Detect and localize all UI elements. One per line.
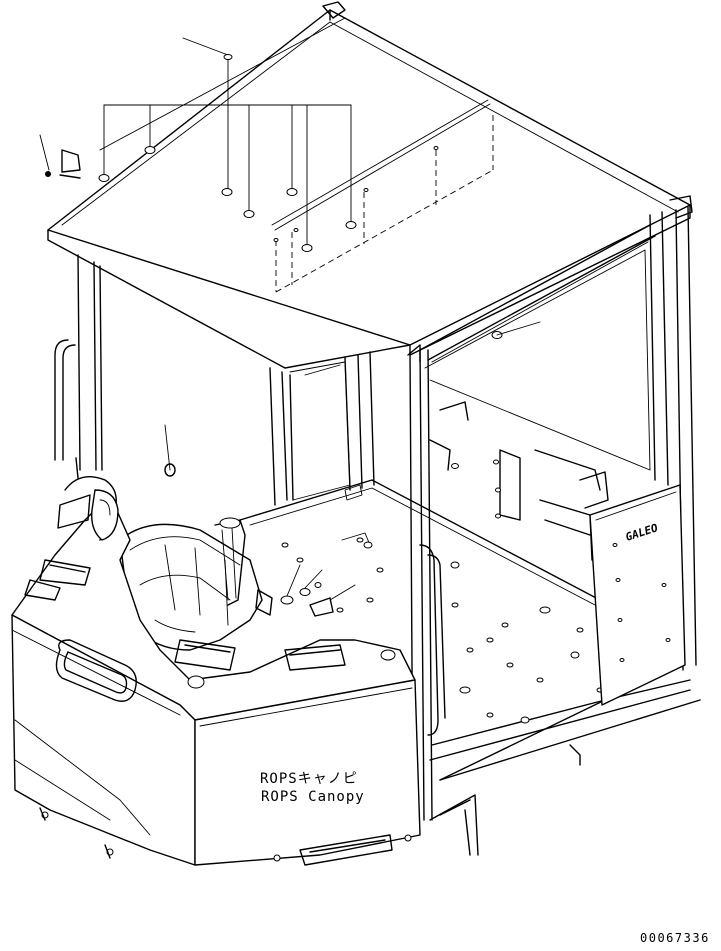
roof-bolts [45,146,503,339]
operator-seat [119,517,356,651]
right-side-panel: GALEO [429,401,686,706]
drawing-number: 00067336 [640,931,710,945]
roof-panel [47,1,693,369]
rops-frame [54,206,697,821]
roof-leader-lines [39,37,541,336]
step-bracket [429,744,581,856]
hidden-fastener-lines [273,115,494,293]
label-english: ROPS Canopy [261,789,365,805]
right-grab-handle [419,544,446,736]
front-console [11,424,421,866]
label-japanese: ROPSキャノピ [260,771,358,787]
